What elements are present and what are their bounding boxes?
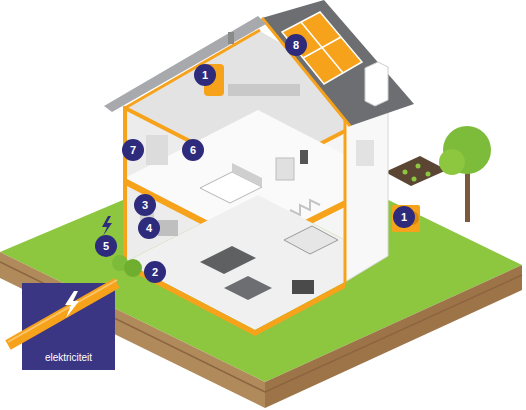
callout-number: 7 [122,139,144,161]
wall-edge [344,118,347,284]
heat-pump-unit [392,205,420,232]
utility-panel: elektriciteit [22,283,115,370]
ground-floor [125,195,345,330]
cable-pipe-highlight [8,280,117,342]
right-outer-wall [345,100,388,282]
soil-right [265,265,522,408]
panel-label: elektriciteit [45,352,92,363]
television [292,280,314,294]
callout-number-text: 5 [103,241,109,252]
plant [403,170,408,175]
window [356,140,374,166]
solar-panel-grid [301,22,343,73]
plant [416,164,421,169]
roof-cut [104,16,266,112]
roof-edge [125,30,260,108]
callout-number: 4 [138,217,160,239]
ventilation-duct [228,84,300,96]
lightning-bolt [65,291,79,318]
callout-number-text: 8 [293,40,299,51]
callout-number-text: 2 [152,267,158,278]
electricity-symbol [102,216,112,236]
heater-unit [158,220,178,236]
ground-floor-edge [125,262,345,336]
callout-number: 3 [134,194,156,216]
dining-table [284,226,338,254]
wall-edge [123,106,127,266]
tree-crown [439,149,465,175]
vent-pipe [228,32,234,44]
callout-number-text: 4 [146,223,152,234]
callout-number-text: 1 [401,212,407,223]
plant [426,172,431,177]
callout-number-text: 6 [190,145,196,156]
callout-number: 1 [194,64,216,86]
desk [276,158,294,180]
callout-number: 6 [182,139,204,161]
callout-number: 2 [144,261,166,283]
bed-headboard [232,163,262,187]
chimney [365,62,388,106]
cable-pipe [8,283,117,345]
callout-number: 8 [285,34,307,56]
solar-panel-grid [303,37,341,58]
callout-number: 5 [95,235,117,257]
plant [412,177,417,182]
stairs [290,200,320,215]
callout-number: 1 [393,206,415,228]
garden-bed [385,156,447,186]
callout-number-text: 7 [130,145,136,156]
callout-number-text: 3 [142,200,148,211]
bathroom-unit [146,135,168,165]
bush [124,259,142,277]
sofa [200,246,256,274]
callout-number-text: 1 [202,70,208,81]
solar-panel [282,12,362,84]
desk-chair [300,150,308,164]
sofa [224,276,272,300]
roof-slope [262,0,414,126]
